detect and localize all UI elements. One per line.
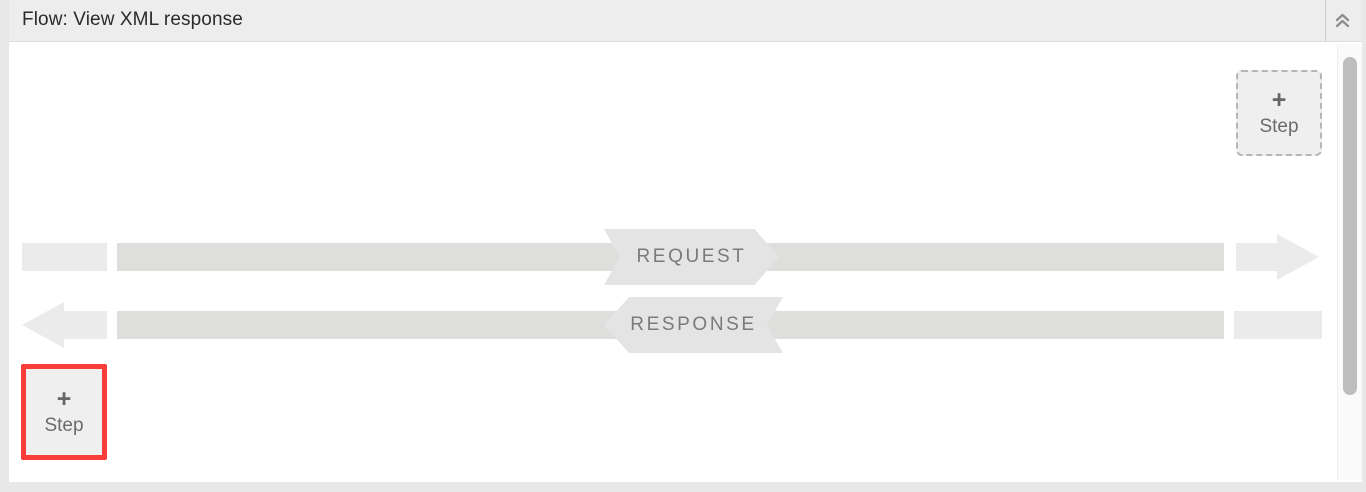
request-stub-segment (22, 243, 107, 271)
response-label: RESPONSE (630, 314, 757, 335)
collapse-panel-button[interactable] (1325, 0, 1358, 41)
add-step-button-bottom-left[interactable]: + Step (21, 364, 107, 460)
panel-frame-bottom (0, 482, 1366, 492)
panel-frame-right (1362, 0, 1366, 492)
add-step-label: Step (1259, 116, 1299, 137)
arrow-right-icon (1277, 234, 1319, 280)
flow-row-request: REQUEST (22, 229, 1322, 285)
plus-icon: + (56, 385, 72, 413)
response-tail-segment (1234, 311, 1322, 339)
plus-icon: + (1271, 86, 1287, 114)
scrollbar-thumb[interactable] (1343, 57, 1357, 395)
request-label: REQUEST (636, 246, 747, 267)
arrow-left-icon (22, 302, 64, 348)
response-head-segment (63, 311, 107, 339)
add-step-button-top-right[interactable]: + Step (1236, 70, 1322, 156)
request-tail-segment (1236, 243, 1280, 271)
flow-canvas: + Step REQUEST RESPONSE + Step (9, 42, 1336, 482)
panel-frame-left (0, 0, 9, 492)
vertical-scrollbar[interactable] (1337, 44, 1362, 480)
flow-row-response: RESPONSE (22, 297, 1322, 353)
page-title: Flow: View XML response (22, 9, 243, 30)
response-banner: RESPONSE (604, 297, 783, 353)
request-banner: REQUEST (604, 229, 779, 285)
add-step-label: Step (44, 415, 84, 436)
flow-header: Flow: View XML response (9, 0, 1362, 42)
double-chevron-up-icon (1334, 12, 1351, 30)
